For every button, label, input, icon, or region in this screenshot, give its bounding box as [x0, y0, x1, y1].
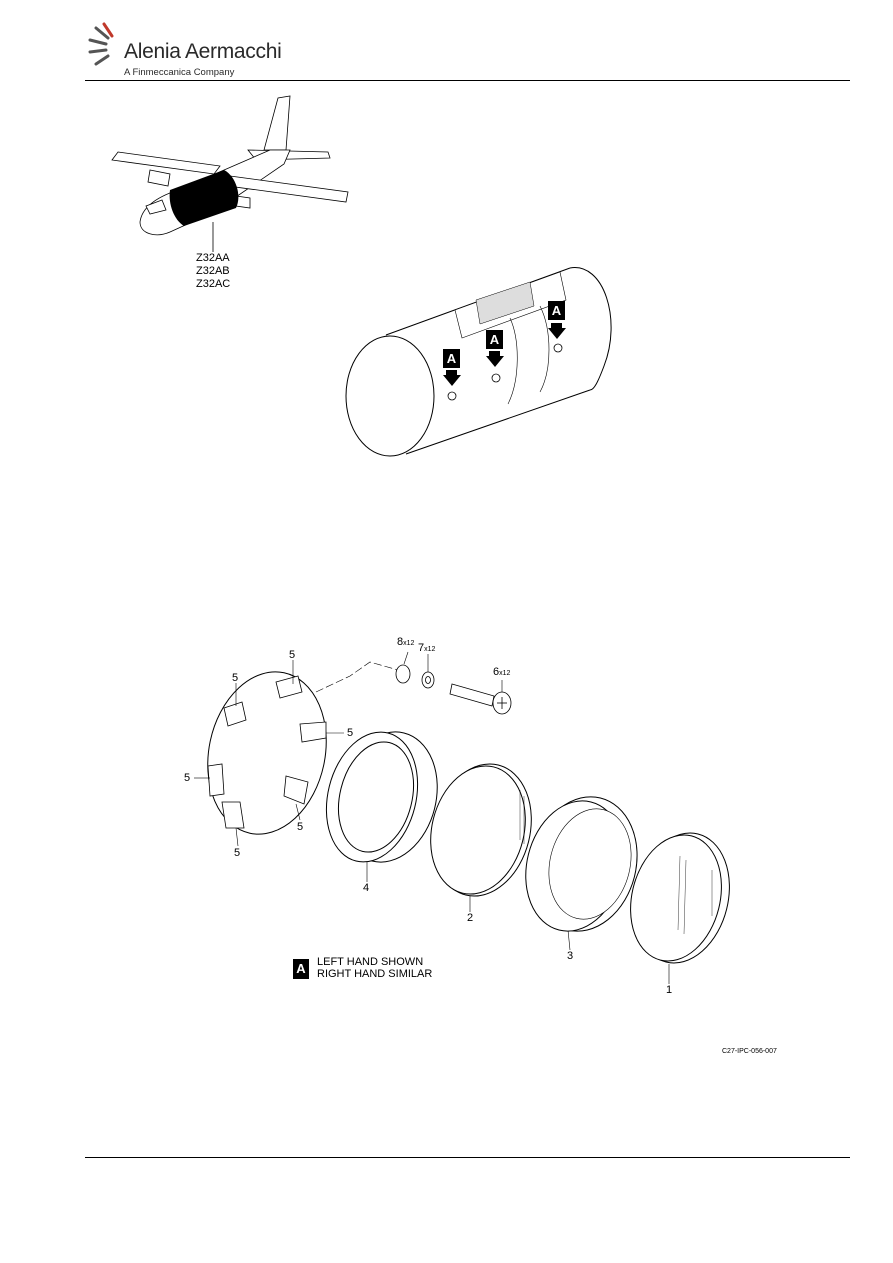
callout-5: 5 — [347, 727, 354, 739]
company-logo-icon — [88, 22, 114, 66]
callout-2: 2 — [467, 912, 474, 924]
clips — [207, 675, 327, 829]
frame-ring — [325, 731, 438, 863]
footer-rule — [85, 1157, 850, 1158]
highlighted-zone — [169, 170, 239, 226]
callout-4: 4 — [363, 882, 370, 894]
view-marker: A — [446, 351, 457, 366]
leader-lines — [194, 651, 670, 984]
brand-subtitle: A Finmeccanica Company — [124, 67, 235, 78]
view-marker: A — [551, 303, 562, 318]
callout-8: 8x12 — [397, 636, 415, 648]
fuselage-section — [345, 267, 612, 457]
seal-ring — [525, 796, 638, 932]
header-rule — [85, 80, 850, 81]
retainer-plate — [207, 671, 327, 835]
legend-marker: A — [293, 959, 309, 979]
view-marker: A — [489, 332, 500, 347]
callout-5: 5 — [289, 649, 296, 661]
window-pane-outer — [430, 763, 532, 897]
zone-label: Z32AA — [196, 252, 230, 264]
callout-5: 5 — [234, 847, 241, 859]
figure-reference: C27-IPC-056-007 — [722, 1048, 777, 1055]
callout-5: 5 — [184, 772, 191, 784]
callout-5: 5 — [232, 672, 239, 684]
callout-7: 7x12 — [418, 642, 436, 654]
callout-6: 6x12 — [493, 666, 511, 678]
hardware — [395, 664, 512, 715]
brand-name: Alenia Aermacchi — [124, 40, 282, 63]
zone-label: Z32AC — [196, 278, 231, 290]
callout-1: 1 — [666, 984, 673, 996]
window-pane-inner — [630, 832, 730, 964]
callout-5: 5 — [297, 821, 304, 833]
callout-3: 3 — [567, 950, 574, 962]
zone-label: Z32AB — [196, 265, 230, 277]
legend-text: LEFT HAND SHOWN RIGHT HAND SIMILAR — [317, 956, 433, 980]
aircraft-outline — [111, 95, 349, 236]
view-arrows — [443, 301, 566, 401]
